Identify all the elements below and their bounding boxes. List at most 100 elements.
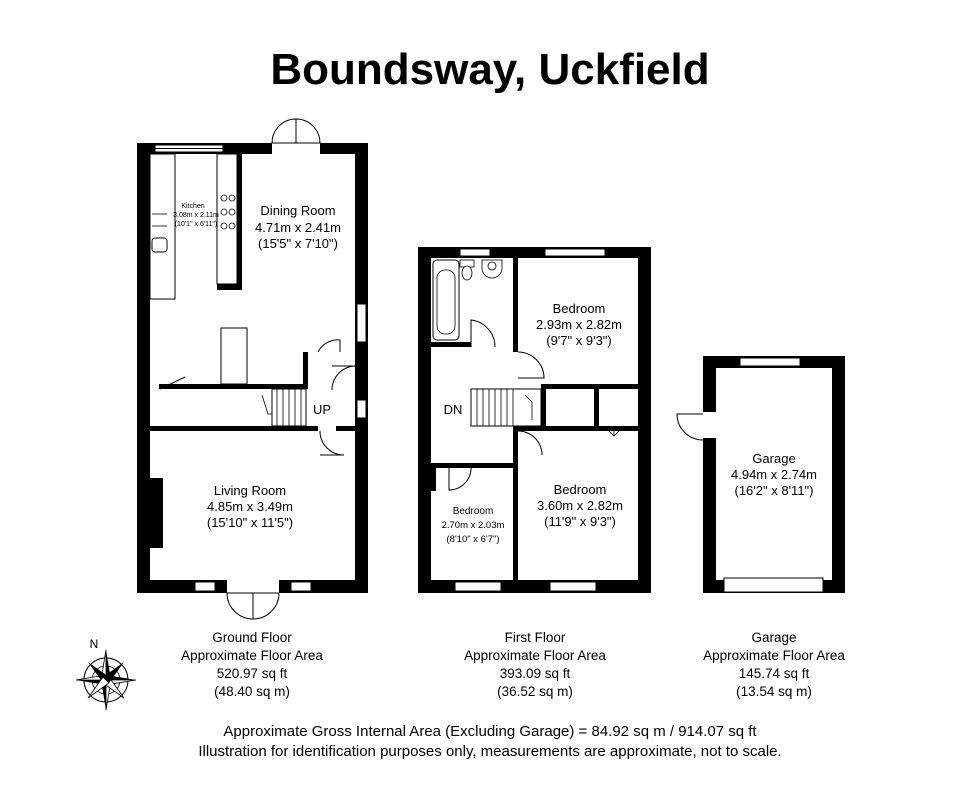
bedroom2-dim-ft: (11'9" x 9'3") [544,514,616,529]
door-front-top [317,339,341,353]
garage-door [723,577,824,593]
wall-top [137,143,368,154]
door-hall-left [159,376,186,390]
ground-floor-plan: UP Kitchen 3.08m x 2.11m (10'1" x 6'11")… [137,118,368,620]
basin-icon [481,259,503,279]
ground-floor-title: Ground Floor [212,630,292,645]
first-floor-area-label: Approximate Floor Area [464,648,606,663]
stairs-up [261,388,307,427]
kitchen-dim-m: 3.08m x 2.11m [173,212,219,219]
window-bed1 [544,248,606,257]
kitchen-dim-ft: (10'1" x 6'11") [175,221,218,228]
living-name: Living Room [214,483,286,498]
wall-kitchen-stub [217,284,242,290]
stairs-up-label: UP [313,402,331,417]
ground-floor-sqft: 520.97 sq ft [217,666,288,681]
first-floor-caption: First Floor Approximate Floor Area 393.0… [464,630,606,699]
bedroom1-name: Bedroom [553,301,606,316]
wall-left [137,143,150,593]
door-bed3 [448,467,472,491]
compass-north-label: N [90,637,99,651]
bedroom1-dim-m: 2.93m x 2.82m [536,317,622,332]
door-dining-right [295,118,321,144]
door-side-swing [331,365,357,391]
wall-cupboard-left [594,384,599,426]
door-bed1 [517,351,545,379]
bedroom3-name: Bedroom [453,506,494,517]
wall-right [355,143,368,593]
wall-right-ff [638,247,651,593]
ground-floor-sqm: (48.40 sq m) [214,684,290,699]
wall-landing-right [541,384,546,426]
sink-icon [151,237,168,253]
ground-floor-caption: Ground Floor Approximate Floor Area 520.… [181,630,323,699]
door-living-left [226,592,254,620]
wall-stair-side [303,352,308,389]
garage-sqft: 145.74 sq ft [739,666,810,681]
garage-plan: Garage 4.94m x 2.74m (16'2" x 8'11") [676,356,845,593]
window-hall-side [356,399,367,419]
cupboard [220,327,248,385]
dining-name: Dining Room [260,203,335,218]
door-bathroom [470,319,496,348]
doorway-dining-top [272,141,320,155]
wall-top-ff [418,247,651,258]
garage-dim-m: 4.94m x 2.74m [731,467,817,482]
footer-gross-area: Approximate Gross Internal Area (Excludi… [223,723,757,740]
kitchen-units-right [216,153,238,285]
living-dim-m: 4.85m x 3.49m [207,499,293,514]
page-title: Boundsway, Uckfield [270,45,709,94]
first-floor-sqm: (36.52 sq m) [497,684,573,699]
living-dim-ft: (15'10" x 11'5") [207,515,293,530]
garage-name: Garage [752,451,795,466]
footer-disclaimer: Illustration for identification purposes… [198,743,781,760]
wall-bed3-top [431,463,518,468]
bedroom2-dim-m: 3.60m x 2.82m [537,498,623,513]
opening-left [150,372,159,389]
doorway-living-bottom [227,578,279,594]
window-living-left [194,581,216,592]
wall-left-garage [703,356,716,593]
door-bed2 [517,430,543,456]
wall-bed2-top [518,426,638,431]
bedroom3-dim-m: 2.70m x 2.03m [442,520,505,531]
hob-icon [220,194,236,230]
garage-caption-title: Garage [751,630,796,645]
wall-hall-bottom [150,426,318,431]
wall-bottom-ff [418,580,651,593]
garage-area-label: Approximate Floor Area [703,648,845,663]
kitchen-name: Kitchen [181,203,204,210]
stairs-down [470,388,542,427]
door-living-right [252,592,280,620]
stairs-down-label: DN [444,402,463,417]
first-floor-title: First Floor [505,630,566,645]
bedroom2-name: Bedroom [554,482,607,497]
door-garage-side [676,413,704,441]
bedroom1-dim-ft: (9'7" x 9'3") [546,333,612,348]
garage-sqm: (13.54 sq m) [736,684,812,699]
wall-bed1-bottom [541,384,638,389]
first-floor-plan: DN Bedroom 2.93m x 2.82m (9'7" x 9'3") B… [418,247,651,593]
window-living-right [290,581,312,592]
wall-hall-top [150,384,306,389]
window-bed3 [454,581,502,592]
fireplace [150,478,163,548]
dining-dim-ft: (15'5" x 7'10") [258,236,338,251]
window-bathroom [459,248,491,257]
wall-right-garage [832,356,845,593]
wall-left-ff [418,247,431,593]
window-dining-side [356,303,367,343]
garage-caption: Garage Approximate Floor Area 145.74 sq … [703,630,845,699]
wall-bath-bottom [431,342,471,347]
compass-icon [75,649,137,711]
wall-bed1-left [513,258,518,348]
wall-hall-bottom-right [336,426,355,431]
doorway-garage-side [701,412,718,438]
wall-kitchen-dining [237,154,242,290]
door-living-hall [319,430,345,456]
first-floor-sqft: 393.09 sq ft [500,666,571,681]
wall-bed2-left [513,426,518,580]
bedroom3-dim-ft: (8'10" x 6'7") [446,534,499,545]
kitchen-worktop [149,153,176,300]
dining-dim-m: 4.71m x 2.41m [255,220,341,235]
